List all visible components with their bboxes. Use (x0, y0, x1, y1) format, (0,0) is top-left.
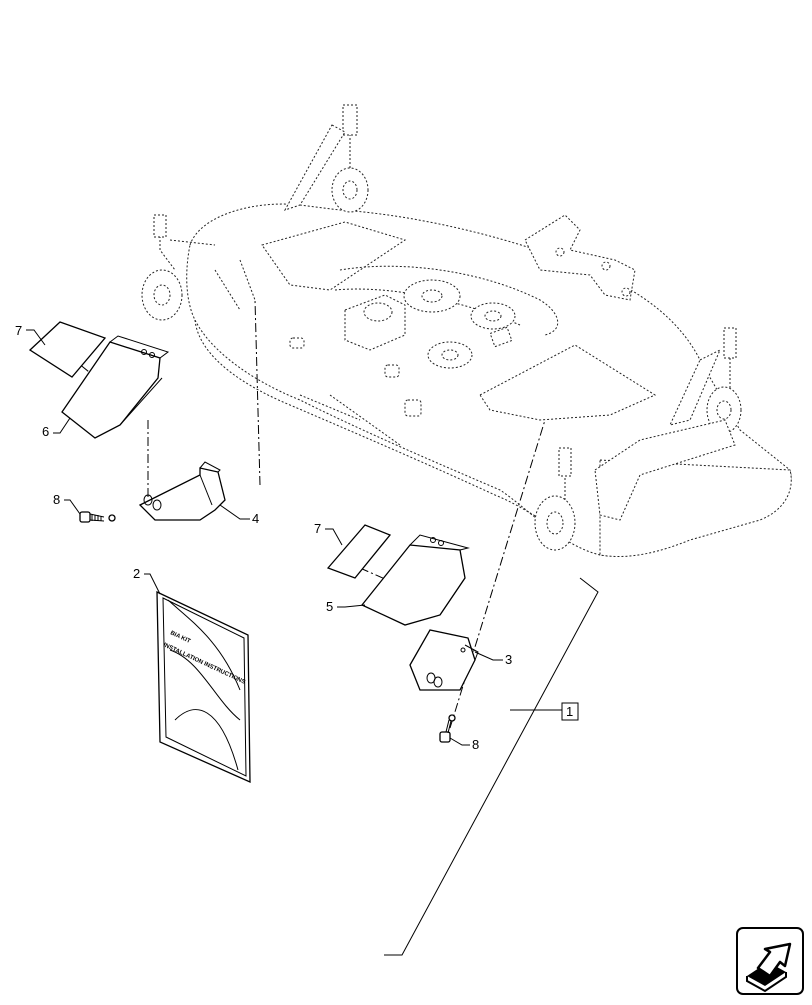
arrow-next-icon[interactable] (736, 927, 804, 995)
callout-3: 3 (505, 652, 512, 667)
decal-7-upper (28, 321, 107, 378)
callout-1-box (561, 702, 579, 721)
bolt-8-lower (439, 714, 456, 743)
bracket-4 (138, 461, 226, 521)
shield-6 (61, 335, 170, 439)
callout-8-lower: 8 (472, 737, 479, 752)
instruction-manual: BIA KIT INSTALLATION INSTRUCTIONS (156, 590, 251, 784)
callout-5: 5 (326, 599, 333, 614)
callout-7-upper: 7 (15, 323, 22, 338)
callout-2: 2 (133, 566, 140, 581)
shield-5 (360, 534, 470, 626)
callout-6: 6 (42, 424, 49, 439)
callouts: 7 6 8 4 2 7 5 3 8 1 (15, 323, 599, 956)
callout-1: 1 (566, 704, 573, 719)
callout-4: 4 (252, 511, 259, 526)
bracket-3 (409, 629, 479, 691)
mower-deck (141, 104, 792, 558)
callout-8-upper: 8 (53, 492, 60, 507)
kit-bracket-line (384, 577, 599, 956)
callout-7-lower: 7 (314, 521, 321, 536)
bolt-8-upper (79, 511, 116, 523)
decal-7-lower (326, 524, 392, 579)
